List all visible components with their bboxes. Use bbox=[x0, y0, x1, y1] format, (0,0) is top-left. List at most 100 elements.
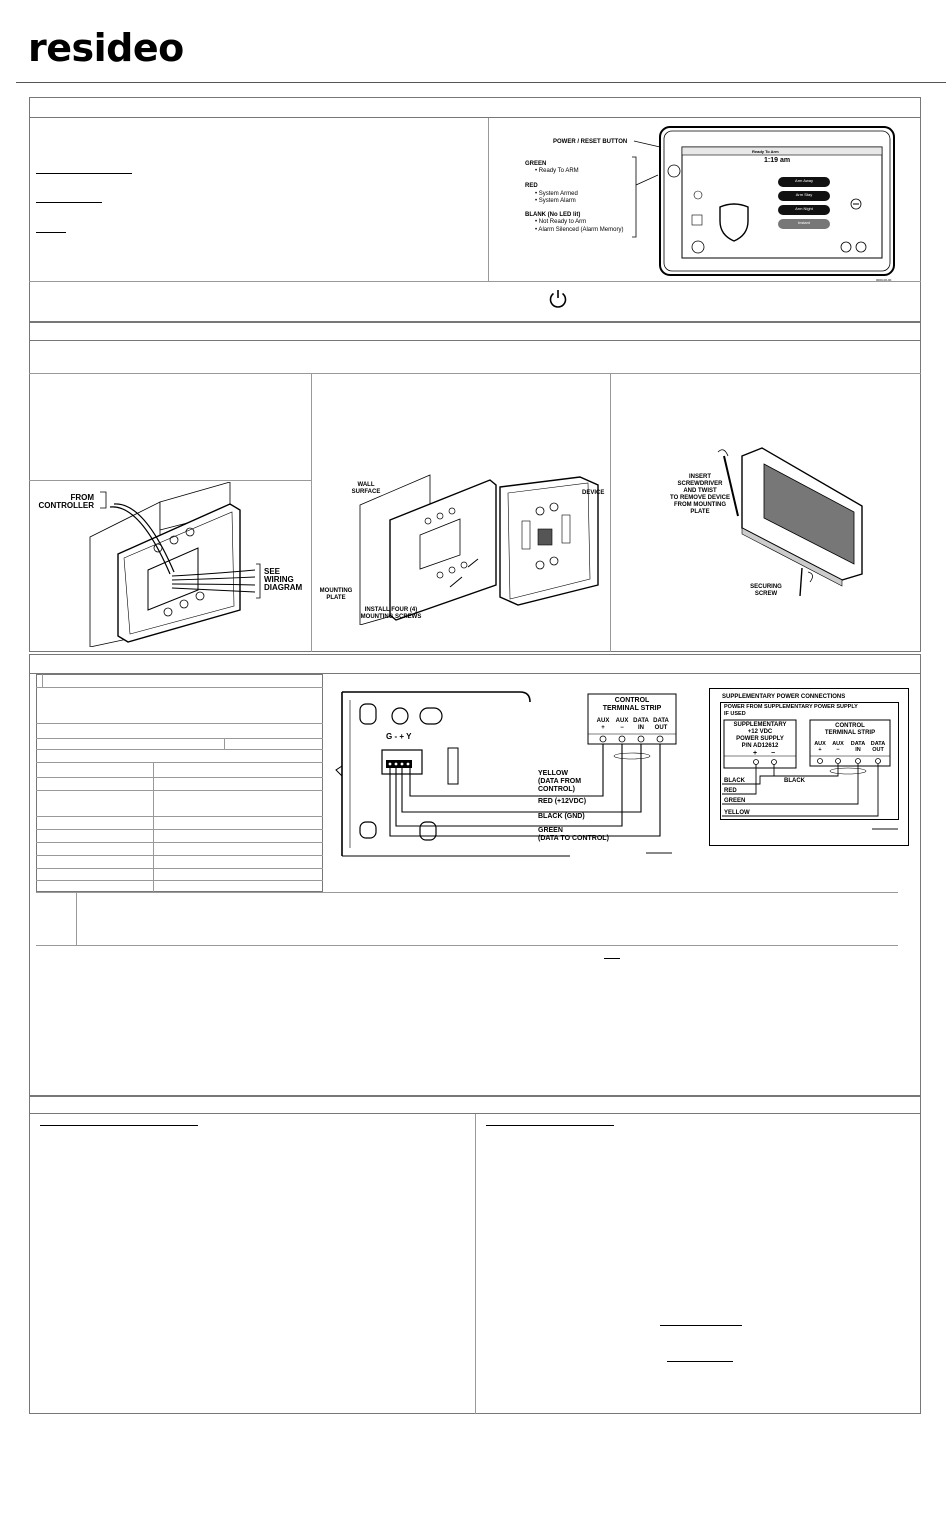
text-underline bbox=[36, 202, 102, 203]
figure-id-small bbox=[646, 852, 672, 854]
supp-ctrl-col-data-out: DATA OUT bbox=[870, 741, 886, 753]
install-mounting-plate-illustration bbox=[359, 474, 599, 625]
section-2-col-divider-1 bbox=[311, 373, 312, 652]
wire-black-label: BLACK (GND) bbox=[538, 813, 585, 820]
brand-logo: resideo bbox=[28, 26, 184, 70]
section-2-col-divider-2 bbox=[610, 373, 611, 652]
screen-arm-night-button: Arm Night bbox=[795, 206, 813, 211]
text-underline bbox=[36, 232, 66, 233]
supp-inner-box bbox=[720, 702, 899, 820]
section-2-header-bar bbox=[29, 322, 921, 341]
wire-green-label: GREEN (DATA TO CONTROL) bbox=[538, 827, 609, 842]
text-underline bbox=[40, 1125, 198, 1126]
control-strip-col-data-out: DATA OUT bbox=[653, 718, 669, 731]
led-blank-title: BLANK (No LED lit) bbox=[525, 212, 581, 218]
supp-ctrl-col-aux-plus: AUX + bbox=[814, 741, 826, 753]
screen-status-text: Ready To Arm bbox=[752, 149, 779, 154]
note-bottom-rule bbox=[36, 945, 898, 946]
label-insert-screwdriver: INSERT SCREWDRIVER AND TWIST TO REMOVE D… bbox=[670, 474, 730, 515]
led-callout-bracket bbox=[632, 140, 661, 238]
spec-table-row bbox=[36, 842, 323, 843]
label-install-screws: INSTALL FOUR (4) MOUNTING SCREWS bbox=[360, 607, 422, 620]
spec-table-col bbox=[224, 738, 225, 749]
supplementary-power-box bbox=[709, 688, 909, 846]
section-4-col-divider bbox=[475, 1114, 476, 1414]
power-icon bbox=[549, 290, 567, 308]
led-red-item-1: • System Armed bbox=[535, 191, 578, 197]
spec-table bbox=[36, 674, 323, 892]
supplementary-wiring-diagram bbox=[722, 719, 891, 817]
led-green-item-1: • Ready To ARM bbox=[535, 168, 579, 174]
control-strip-title: CONTROL TERMINAL STRIP bbox=[602, 697, 662, 712]
control-strip-col-data-in: DATA IN bbox=[633, 718, 649, 731]
text-underline bbox=[486, 1125, 614, 1126]
device-front-illustration bbox=[659, 126, 895, 276]
section-1-header-bar bbox=[29, 97, 921, 118]
supp-black-label-1: BLACK bbox=[724, 778, 745, 784]
label-device: DEVICE bbox=[582, 490, 605, 496]
section-1-divider bbox=[488, 118, 489, 281]
control-strip-col-aux-minus: AUX − bbox=[615, 718, 629, 731]
wire-yellow-label: YELLOW (DATA FROM CONTROL) bbox=[538, 770, 582, 793]
power-reset-callout: POWER / RESET BUTTON bbox=[553, 139, 628, 145]
screen-arm-stay-button: Arm Stay bbox=[795, 192, 813, 197]
label-from-controller: FROM CONTROLLER bbox=[38, 493, 94, 510]
note-top-rule bbox=[36, 892, 898, 893]
supp-ctrl-col-aux-minus: AUX − bbox=[832, 741, 844, 753]
supp-subtitle: POWER FROM SUPPLEMENTARY POWER SUPPLY IF… bbox=[724, 704, 858, 717]
spec-table-row bbox=[36, 790, 323, 791]
text-underline bbox=[604, 958, 620, 959]
wiring-diagram bbox=[335, 691, 677, 857]
text-underline bbox=[660, 1325, 742, 1326]
spec-table-row bbox=[36, 723, 323, 724]
supp-green-label: GREEN bbox=[724, 798, 746, 804]
section-2-fig1-rule bbox=[29, 480, 311, 481]
supp-ps-title: SUPPLEMENTARY +12 VDC POWER SUPPLY P/N A… bbox=[733, 722, 787, 749]
supp-red-label: RED bbox=[724, 788, 737, 794]
figure-id-small bbox=[872, 828, 898, 830]
label-securing-screw: SECURING SCREW bbox=[750, 584, 782, 597]
led-red-title: RED bbox=[525, 183, 538, 189]
section-3-header-bar bbox=[29, 654, 921, 674]
spec-table-col bbox=[42, 674, 43, 687]
supp-ps-col-minus: − bbox=[771, 750, 776, 757]
text-underline bbox=[667, 1361, 733, 1362]
spec-table-row bbox=[36, 816, 323, 817]
supp-title: SUPPLEMENTARY POWER CONNECTIONS bbox=[722, 694, 846, 700]
spec-table-row bbox=[36, 738, 323, 739]
note-col-rule bbox=[76, 892, 77, 945]
header-rule bbox=[16, 82, 946, 83]
spec-table-row bbox=[36, 868, 323, 869]
figure-id: 0000-00-00 bbox=[876, 278, 892, 282]
terminal-label: G - + Y bbox=[386, 732, 412, 741]
spec-table-col bbox=[153, 762, 154, 892]
spec-table-row bbox=[36, 687, 323, 688]
led-blank-item-2: • Alarm Silenced (Alarm Memory) bbox=[535, 227, 624, 233]
supp-ctrl-col-data-in: DATA IN bbox=[850, 741, 866, 753]
spec-table-row bbox=[36, 777, 323, 778]
spec-table-row bbox=[36, 880, 323, 881]
screen-time-text: 1:19 am bbox=[764, 157, 791, 164]
led-green-title: GREEN bbox=[525, 161, 547, 167]
screen-instant-button: Instant bbox=[797, 220, 810, 225]
wire-red-label: RED (+12VDC) bbox=[538, 798, 587, 805]
spec-table-row bbox=[36, 762, 323, 763]
led-red-item-2: • System Alarm bbox=[535, 198, 576, 204]
text-underline bbox=[36, 173, 132, 174]
supp-ps-col-plus: + bbox=[753, 750, 758, 757]
led-blank-item-1: • Not Ready to Arm bbox=[535, 219, 587, 225]
section-4-header-bar bbox=[29, 1096, 921, 1114]
spec-table-row bbox=[36, 855, 323, 856]
spec-table-row bbox=[36, 829, 323, 830]
control-strip-col-aux-plus: AUX + bbox=[596, 718, 610, 731]
remove-device-illustration bbox=[717, 447, 863, 597]
label-mounting-plate: MOUNTING PLATE bbox=[319, 588, 353, 601]
label-see-wiring: SEE WIRING DIAGRAM bbox=[264, 567, 303, 592]
section-2-subrule bbox=[29, 373, 921, 374]
supp-ctrl-title: CONTROL TERMINAL STRIP bbox=[824, 723, 876, 736]
section-1-bottom-rule bbox=[29, 281, 921, 282]
spec-table-row bbox=[36, 749, 323, 750]
supp-yellow-label: YELLOW bbox=[724, 810, 750, 816]
screen-arm-away-button: Arm Away bbox=[795, 178, 813, 183]
supp-black-label-2: BLACK bbox=[784, 778, 805, 784]
